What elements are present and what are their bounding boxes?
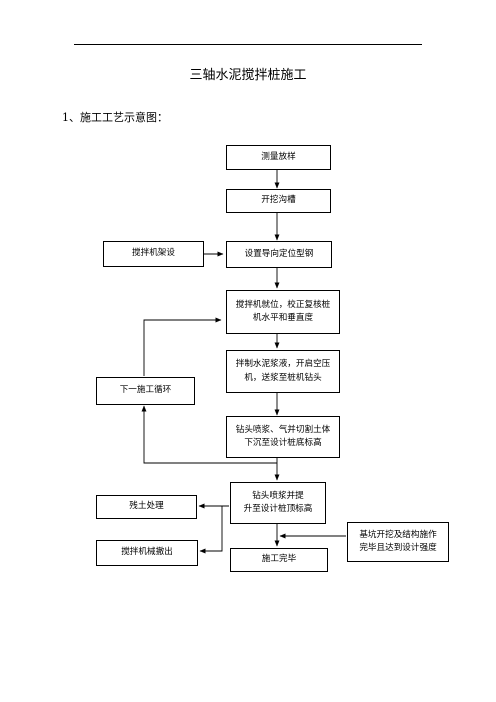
- box-mixer-removal: 搅拌机械撤出: [96, 540, 198, 566]
- step-mix-grout: 拌制水泥浆液，开启空压 机，送浆至桩机钻头: [226, 350, 340, 393]
- step-complete: 施工完毕: [230, 548, 328, 572]
- box-soil-disposal: 残土处理: [96, 495, 197, 519]
- loop-to-next-cycle: [141, 405, 277, 464]
- header-rule: [74, 44, 422, 45]
- step-excavate-trench: 开挖沟槽: [226, 189, 331, 213]
- loop-to-step4: [143, 317, 222, 376]
- step-guide-steel: 设置导向定位型钢: [226, 241, 332, 268]
- arrow-mixer-removal: [199, 505, 229, 554]
- box-next-cycle: 下一施工循环: [96, 377, 195, 405]
- step-drill-down: 钻头喷浆、气并切割土体 下沉至设计桩底标高: [226, 416, 340, 458]
- step-mixer-position: 搅拌机就位，校正复核桩 机水平和垂直度: [226, 290, 340, 334]
- step-survey-layout: 测量放样: [226, 145, 331, 170]
- box-mixer-setup: 搅拌机架设: [103, 241, 204, 267]
- section-heading: 1、施工工艺示意图：: [62, 111, 168, 124]
- document-title: 三轴水泥搅拌桩施工: [189, 68, 307, 83]
- box-excavation-note: 基坑开挖及结构施作 完毕且达到设计强度: [347, 522, 449, 562]
- step-drill-up: 钻头喷浆并提 升至设计桩顶标高: [230, 482, 326, 524]
